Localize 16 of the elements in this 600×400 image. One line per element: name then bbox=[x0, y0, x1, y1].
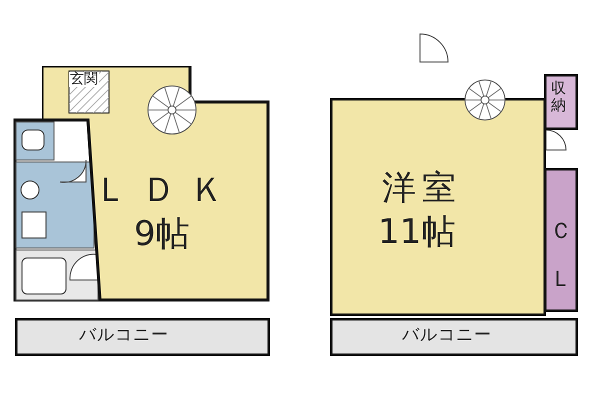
room-name: ＬＤＫ bbox=[94, 172, 238, 210]
room-area: 9帖 bbox=[134, 216, 190, 254]
room-name: 洋室 bbox=[382, 170, 462, 208]
room-area: 11帖 bbox=[378, 214, 456, 252]
room-floor bbox=[42, 66, 270, 302]
entrance-floor bbox=[68, 70, 110, 114]
storage-closet bbox=[544, 74, 578, 130]
balcony bbox=[330, 318, 578, 356]
room-label: ＣＬ bbox=[550, 218, 572, 294]
room-label: バルコニー bbox=[79, 326, 169, 345]
room-label: 玄関 bbox=[69, 72, 99, 88]
room-floor bbox=[330, 98, 546, 316]
room-label: バルコニー bbox=[402, 326, 492, 345]
balcony bbox=[15, 318, 270, 356]
closet bbox=[544, 168, 578, 312]
room-label: 収納 bbox=[551, 80, 566, 113]
